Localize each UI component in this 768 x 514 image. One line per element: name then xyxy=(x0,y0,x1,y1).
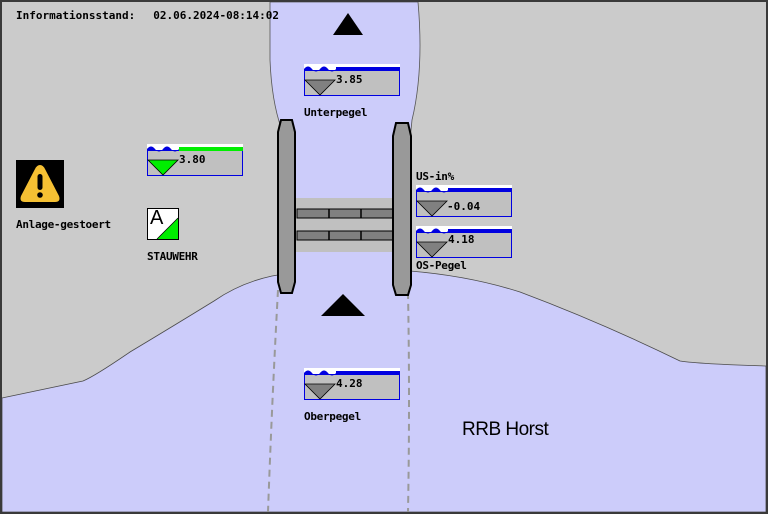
gauge-value: -0.04 xyxy=(447,200,481,213)
gauge-value: 4.28 xyxy=(336,377,363,390)
gauge-label-oberpegel: Oberpegel xyxy=(304,410,361,423)
gauge-level-icon xyxy=(304,64,400,96)
weir-mode-button[interactable]: A xyxy=(147,207,179,240)
info-status: Informationsstand: 02.06.2024-08:14:02 xyxy=(16,9,279,22)
gauge-level-icon xyxy=(416,226,512,258)
flow-arrow-top xyxy=(333,13,363,35)
gauge-value: 3.80 xyxy=(179,153,206,166)
gauge-level-icon xyxy=(304,368,400,400)
gauge-stauwehr[interactable]: 3.80 xyxy=(147,144,243,176)
gauge-value: 3.85 xyxy=(336,73,363,86)
warning-icon xyxy=(20,165,60,202)
channel-bank-left xyxy=(267,289,279,513)
pier-left xyxy=(277,119,296,294)
weir-mode-letter: A xyxy=(150,207,164,229)
alarm-button[interactable] xyxy=(16,160,64,208)
info-timestamp: 02.06.2024-08:14:02 xyxy=(153,9,280,22)
gauge-label-unterpegel: Unterpegel xyxy=(304,106,368,119)
info-label: Informationsstand: xyxy=(16,9,136,22)
weir-gate[interactable] xyxy=(296,198,394,252)
gauge-oberpegel[interactable]: 4.28 xyxy=(304,368,400,400)
gauge-level-icon xyxy=(147,144,243,176)
gauge-label-us-in-percent: US-in% xyxy=(416,170,454,183)
alarm-label: Anlage-gestoert xyxy=(16,218,111,231)
site-title: RRB Horst xyxy=(462,419,549,440)
channel-bank-right xyxy=(407,291,410,513)
gauge-unterpegel[interactable]: 3.85 xyxy=(304,64,400,96)
gauge-label-os-pegel: OS-Pegel xyxy=(416,259,467,272)
gauge-level-icon xyxy=(416,185,512,217)
gauge-os-pegel[interactable]: 4.18 xyxy=(416,226,512,258)
gauge-us-in-percent[interactable]: -0.04 xyxy=(416,185,512,217)
auto-mode-icon xyxy=(147,208,179,240)
gauge-value: 4.18 xyxy=(448,233,475,246)
weir-mode-label: STAUWEHR xyxy=(147,250,198,263)
flow-arrow-bottom xyxy=(321,294,365,316)
pier-right xyxy=(392,122,412,296)
